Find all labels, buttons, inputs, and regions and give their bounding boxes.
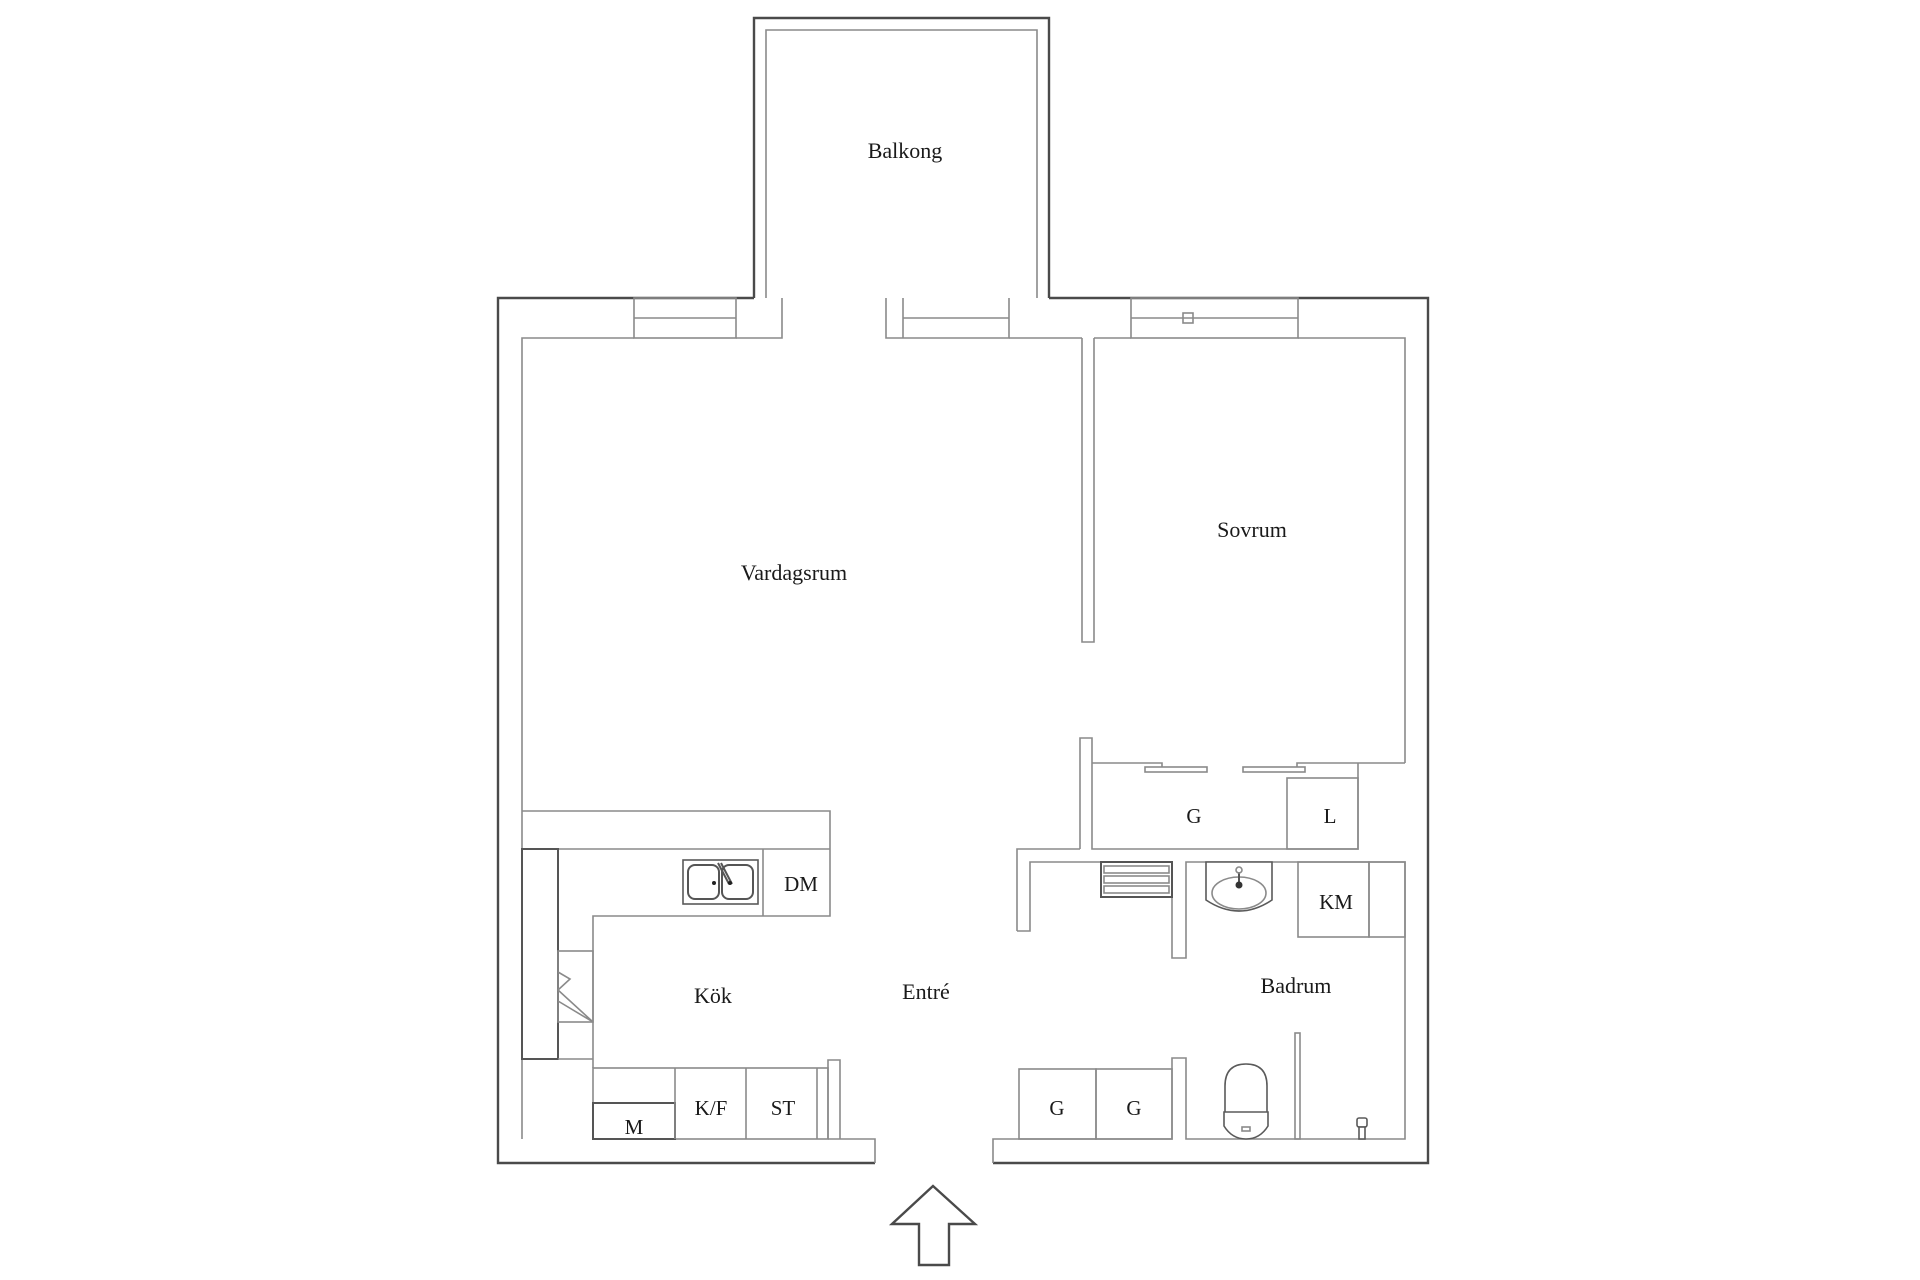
room-label-entrance: Entré: [902, 979, 950, 1004]
room-label-kitchen: Kök: [694, 983, 732, 1008]
shower-glass: [1294, 1032, 1301, 1140]
window-living-1: [633, 297, 783, 339]
label-washing-machine: KM: [1319, 890, 1353, 914]
room-label-living-room: Vardagsrum: [741, 560, 847, 585]
bathroom-sink: [1205, 861, 1273, 912]
arrow-up-icon: [888, 1184, 979, 1267]
balcony: [752, 16, 1051, 298]
label-wardrobe-bedroom: G: [1186, 804, 1201, 828]
radiator: [1100, 861, 1173, 898]
kitchen-counters: [521, 810, 841, 1140]
label-broom-closet: ST: [771, 1096, 796, 1120]
partition-wall: [1079, 338, 1095, 849]
outer-walls: [496, 296, 1430, 1165]
label-dishwasher: DM: [784, 872, 818, 896]
washing-machine-box: [1297, 861, 1406, 938]
label-fridge-freezer: K/F: [695, 1096, 728, 1120]
room-label-balcony: Balkong: [868, 138, 943, 163]
label-linen-closet: L: [1324, 804, 1337, 828]
toilet-icon: [1223, 1063, 1269, 1140]
label-wardrobe-entrance-1: G: [1049, 1096, 1064, 1120]
floor-drain-icon: [1356, 1117, 1368, 1140]
room-label-bathroom: Badrum: [1261, 973, 1332, 998]
room-label-bedroom: Sovrum: [1217, 517, 1287, 542]
bedroom-wardrobe: [1091, 762, 1405, 850]
label-microwave: M: [625, 1115, 644, 1139]
window-bedroom: [1130, 297, 1299, 339]
label-wardrobe-entrance-2: G: [1126, 1096, 1141, 1120]
entrance-wardrobes: [1018, 1068, 1173, 1140]
kitchen-sink-icon: [682, 859, 759, 905]
window-living-2: [885, 298, 1082, 339]
